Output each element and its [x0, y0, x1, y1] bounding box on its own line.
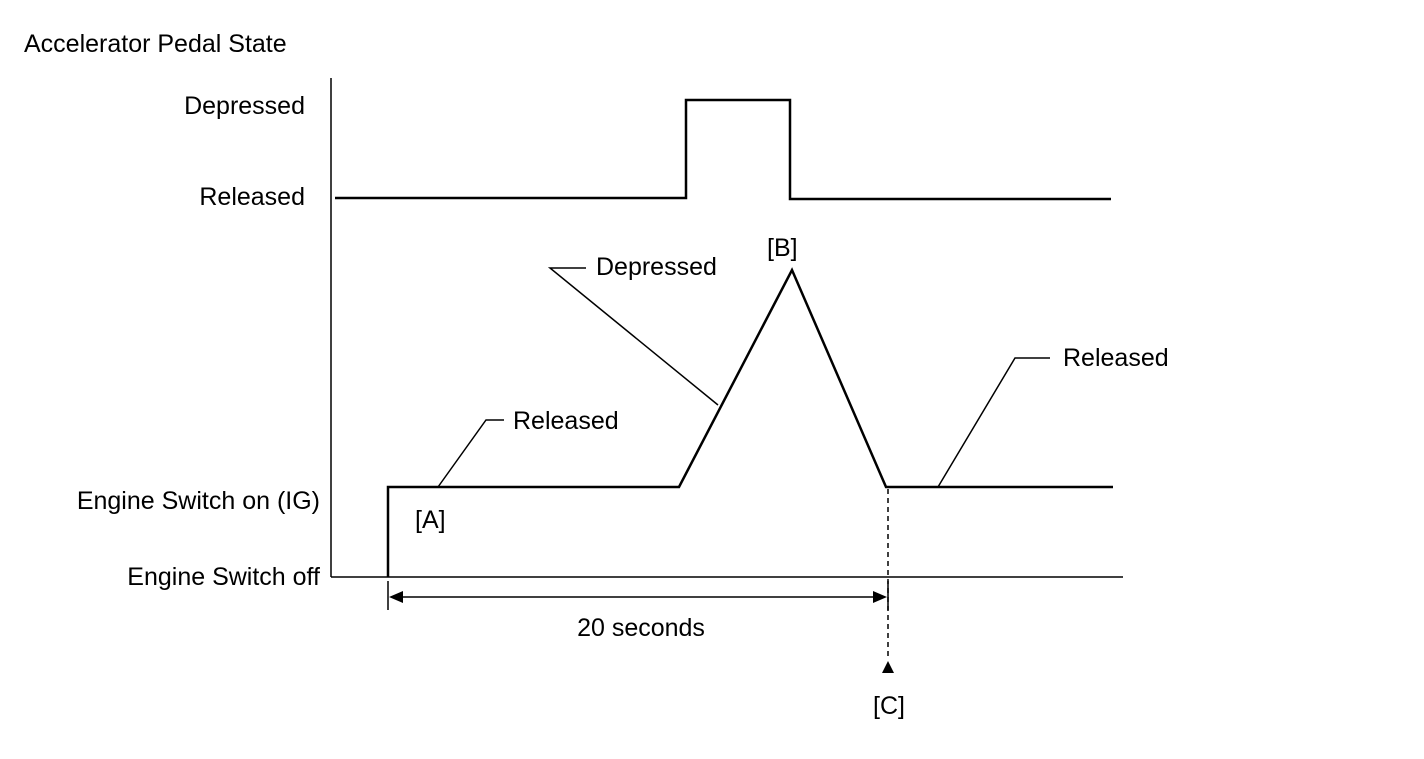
label-engine-switch-off: Engine Switch off — [127, 563, 320, 591]
marker-a: [A] — [415, 506, 446, 534]
label-depressed: Depressed — [184, 92, 305, 120]
leader-line-released-a — [437, 419, 504, 488]
marker-c: [C] — [873, 692, 905, 720]
label-released: Released — [199, 183, 305, 211]
label-engine-switch-on: Engine Switch on (IG) — [77, 487, 320, 515]
marker-b: [B] — [767, 234, 798, 262]
annotation-depressed-b: Depressed — [596, 253, 717, 281]
dimension-arrow-right-icon — [873, 591, 887, 603]
leader-line-released-c — [937, 357, 1050, 488]
leader-line-depressed-b — [547, 267, 719, 406]
diagram-title: Accelerator Pedal State — [24, 30, 287, 58]
marker-c-arrow-icon — [882, 661, 894, 673]
dimension-arrow-left-icon — [389, 591, 403, 603]
pedal-state-signal — [335, 98, 1111, 201]
annotation-released-a: Released — [513, 407, 619, 435]
annotation-released-c: Released — [1063, 344, 1169, 372]
engine-waveform — [386, 267, 1113, 577]
duration-label: 20 seconds — [577, 614, 705, 642]
